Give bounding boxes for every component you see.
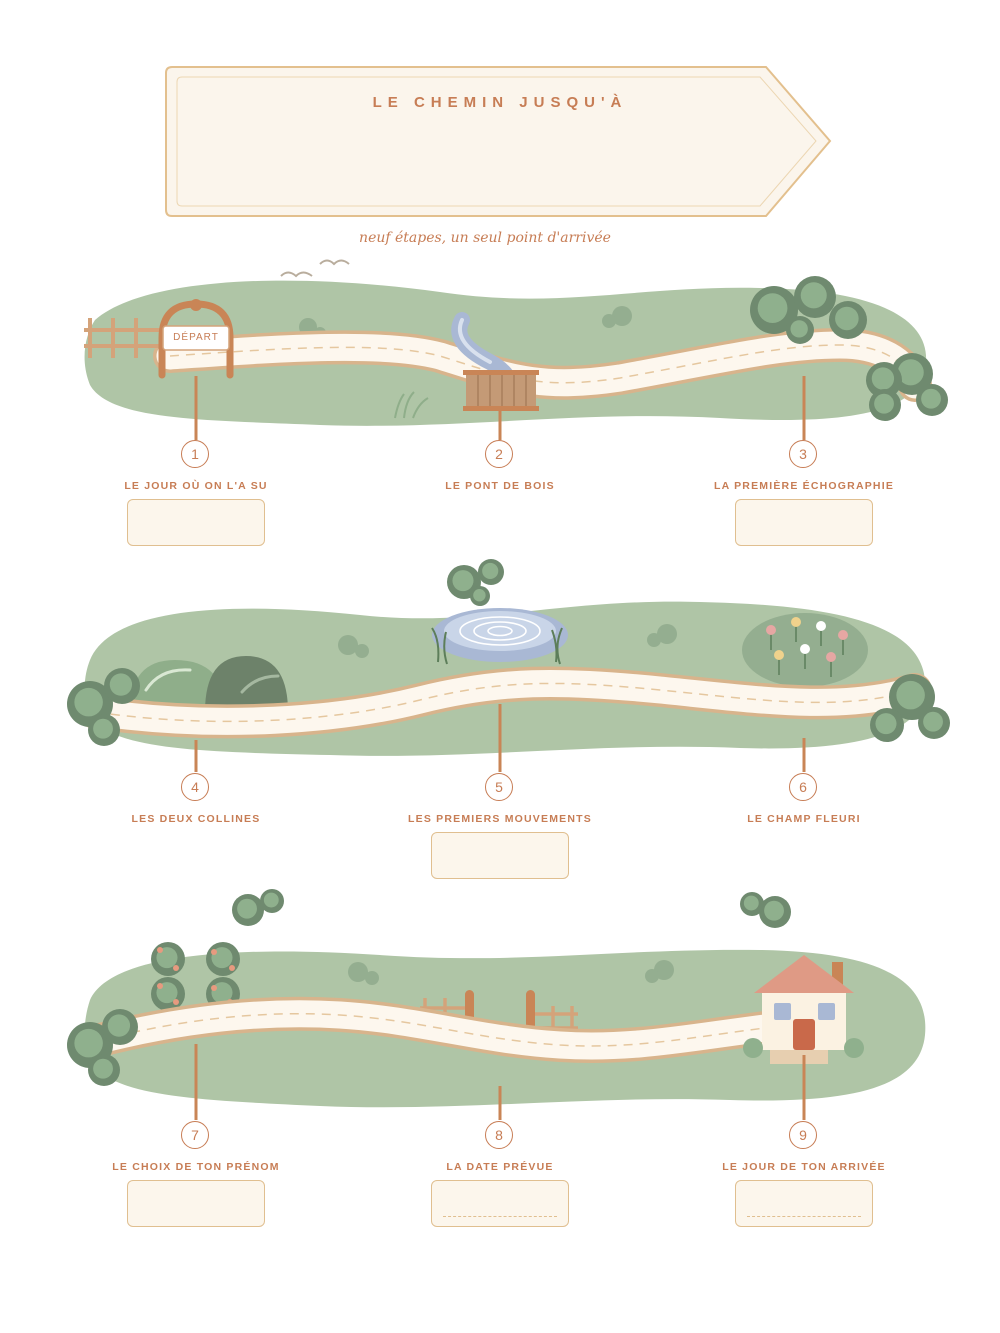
connectors-row-2 xyxy=(194,704,806,772)
step-number-1: 1 xyxy=(181,440,209,468)
hill-icon xyxy=(130,660,225,712)
step-entry-box-8[interactable] xyxy=(431,1180,569,1227)
birds-icon xyxy=(280,259,350,278)
page-title: LE CHEMIN JUSQU'À xyxy=(372,94,628,111)
step-entry-box-7[interactable] xyxy=(127,1180,265,1227)
bridge-icon xyxy=(463,370,539,411)
page-subtitle: neuf étapes, un seul point d'arrivée xyxy=(359,230,611,246)
step-number-3: 3 xyxy=(789,440,817,468)
step-number-2: 2 xyxy=(485,440,513,468)
step-label-5: LES PREMIERS MOUVEMENTS xyxy=(408,813,592,825)
hill-icon xyxy=(205,656,288,712)
step-number-7: 7 xyxy=(181,1121,209,1149)
meadow-row-3 xyxy=(67,889,926,1108)
connectors-row-1 xyxy=(194,376,806,440)
step-number-8: 8 xyxy=(485,1121,513,1149)
start-arch xyxy=(158,299,234,379)
step-label-1: LE JOUR OÙ ON L'A SU xyxy=(124,480,268,492)
step-label-3: LA PREMIÈRE ÉCHOGRAPHIE xyxy=(713,480,895,492)
flower-field-icon xyxy=(742,613,868,687)
step-entry-box-3[interactable] xyxy=(735,499,873,546)
step-label-6: LE CHAMP FLEURI xyxy=(747,813,861,825)
start-sign-label: DÉPART xyxy=(173,332,219,343)
step-number-9: 9 xyxy=(789,1121,817,1149)
step-entry-box-5[interactable] xyxy=(431,832,569,879)
pond-icon xyxy=(431,608,568,665)
meadow-row-2 xyxy=(67,559,950,756)
fence-icon xyxy=(84,318,160,358)
connectors-row-3 xyxy=(194,1044,806,1120)
house-icon xyxy=(743,955,864,1064)
step-number-6: 6 xyxy=(789,773,817,801)
step-entry-box-1[interactable] xyxy=(127,499,265,546)
step-label-7: LE CHOIX DE TON PRÉNOM xyxy=(112,1161,280,1173)
orchard-icon xyxy=(151,942,240,1011)
step-label-9: LE JOUR DE TON ARRIVÉE xyxy=(722,1161,886,1173)
step-entry-box-9[interactable] xyxy=(735,1180,873,1227)
step-number-4: 4 xyxy=(181,773,209,801)
step-number-5: 5 xyxy=(485,773,513,801)
step-label-2: LE PONT DE BOIS xyxy=(445,480,555,492)
meadow-row-1 xyxy=(84,276,948,426)
step-label-8: LA DATE PRÉVUE xyxy=(446,1161,554,1173)
title-banner xyxy=(165,66,832,217)
step-label-4: LES DEUX COLLINES xyxy=(131,813,261,825)
